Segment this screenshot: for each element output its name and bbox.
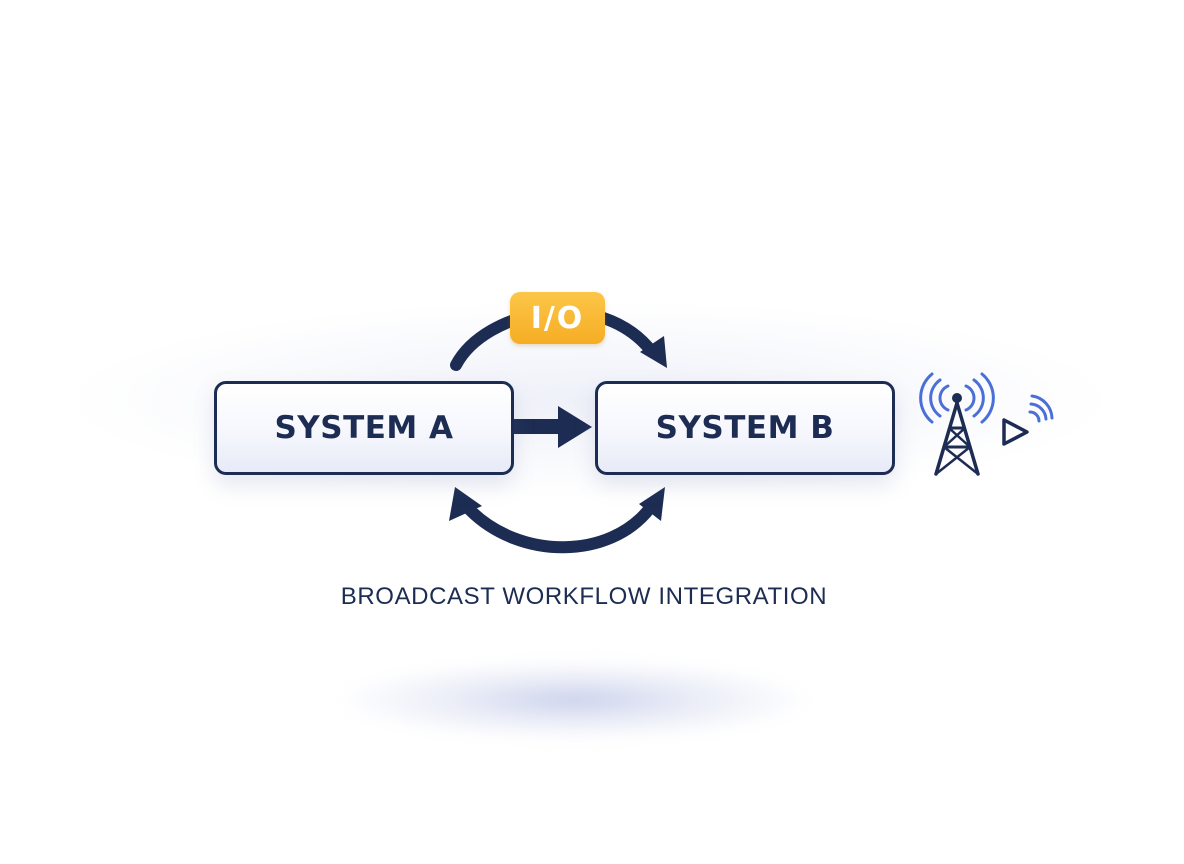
- direct-arrow: [512, 406, 592, 448]
- system-a-label: SYSTEM A: [274, 410, 454, 446]
- io-badge-label: I/O: [530, 300, 585, 336]
- bottom-arc-arrow: [449, 487, 665, 554]
- system-b-box: SYSTEM B: [595, 381, 895, 475]
- io-badge: I/O: [510, 292, 605, 344]
- play-signal-icon: [1002, 394, 1054, 446]
- floor-shadow: [340, 660, 810, 740]
- system-b-label: SYSTEM B: [655, 410, 835, 446]
- system-a-box: SYSTEM A: [214, 381, 514, 475]
- diagram-caption: BROADCAST WORKFLOW INTEGRATION: [340, 583, 828, 610]
- broadcast-tower-icon: [919, 372, 995, 476]
